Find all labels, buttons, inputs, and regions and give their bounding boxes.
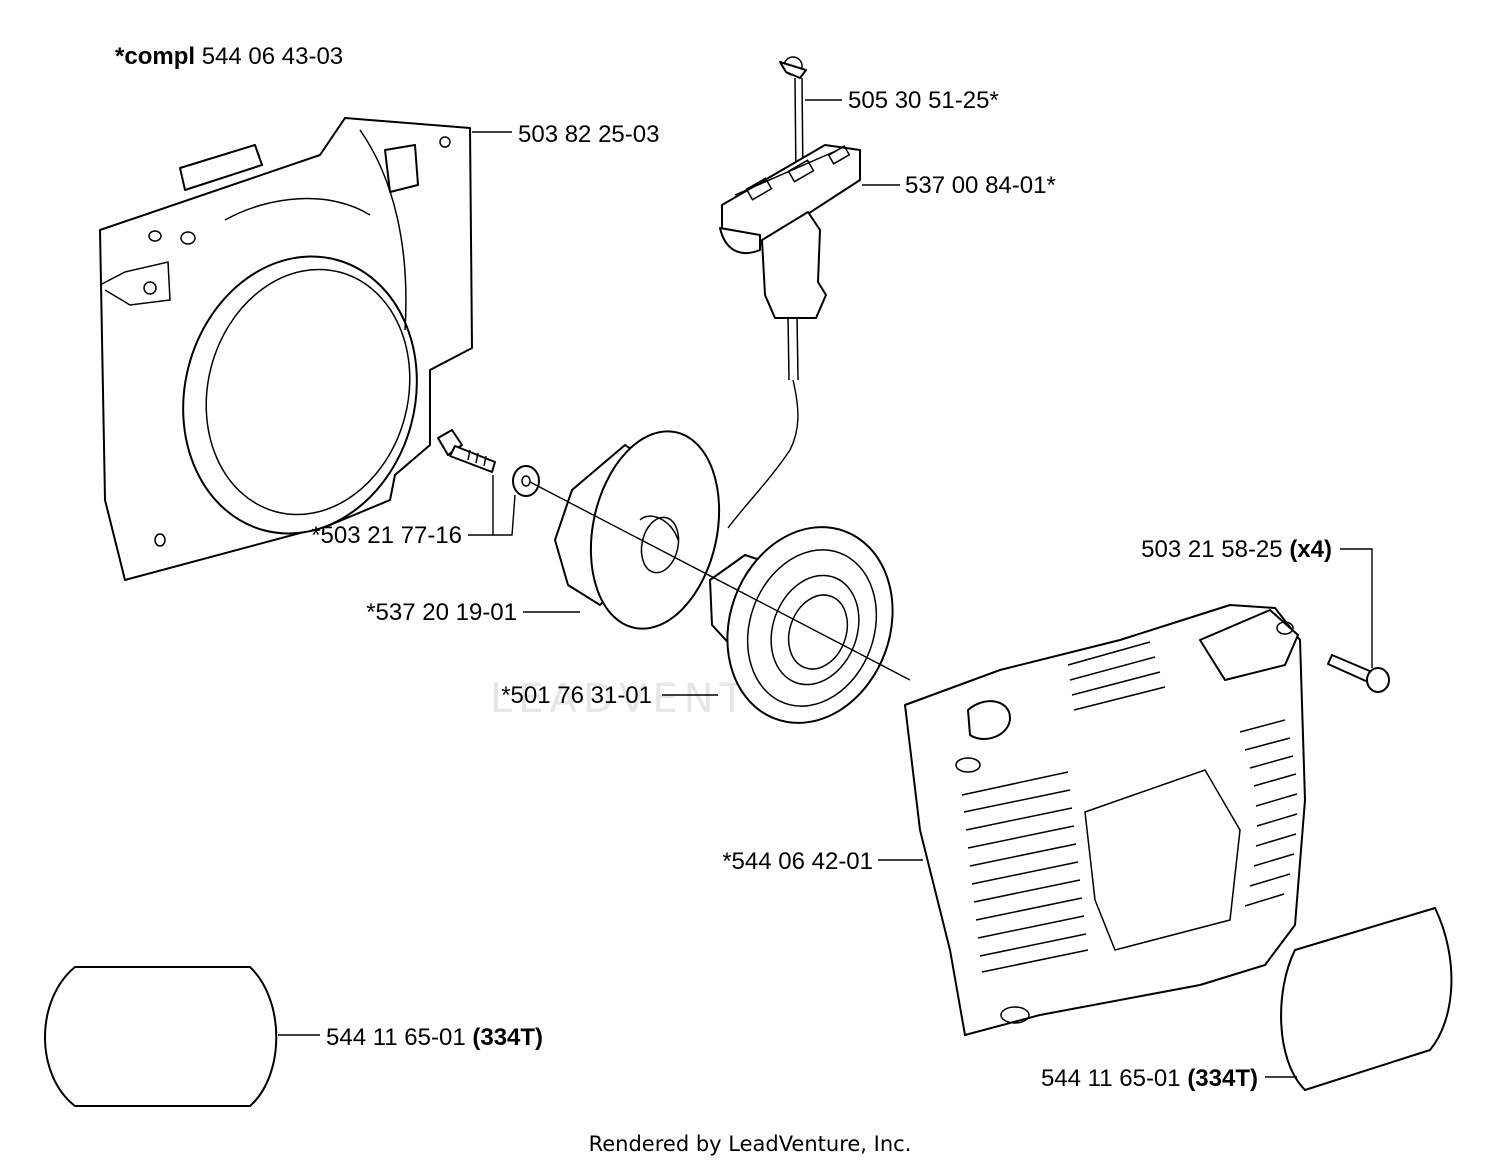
decal-right-part bbox=[1280, 907, 1453, 1091]
leader-lines bbox=[278, 99, 1373, 1078]
header-part-number: 544 06 43-03 bbox=[202, 43, 343, 70]
label-spring: *501 76 31-01 bbox=[501, 682, 652, 709]
label-rope: 505 30 51-25* bbox=[848, 87, 999, 114]
header-prefix: *compl bbox=[115, 43, 195, 70]
assembly-axis-line bbox=[529, 481, 911, 681]
pulley-part bbox=[554, 430, 721, 630]
assembly-header: *compl 544 06 43-03 bbox=[115, 43, 343, 70]
recoil-spring-part bbox=[709, 526, 894, 724]
decal-right-model: (334T) bbox=[1187, 1065, 1258, 1092]
starter-cover-part bbox=[904, 604, 1306, 1036]
label-screws: 503 21 58-25 (x4) bbox=[1141, 536, 1332, 563]
label-decal-right: 544 11 65-01 (334T) bbox=[1041, 1065, 1258, 1092]
label-pulley: *537 20 19-01 bbox=[366, 599, 517, 626]
decal-left-part bbox=[44, 966, 278, 1107]
screws-quantity: (x4) bbox=[1289, 536, 1332, 563]
fan-housing-part bbox=[99, 117, 473, 581]
decal-right-part-number: 544 11 65-01 bbox=[1041, 1065, 1181, 1092]
decal-left-model: (334T) bbox=[472, 1024, 543, 1051]
starter-handle-part bbox=[719, 144, 861, 319]
decal-left-part-number: 544 11 65-01 bbox=[326, 1024, 466, 1051]
screw-part bbox=[1327, 654, 1390, 693]
bolt-part bbox=[437, 429, 496, 473]
washer-part bbox=[512, 465, 540, 497]
cover-vent-slots bbox=[961, 641, 1298, 973]
label-handle: 537 00 84-01* bbox=[905, 172, 1056, 199]
footer-credit: Rendered by LeadVenture, Inc. bbox=[589, 1132, 912, 1156]
screws-part-number: 503 21 58-25 bbox=[1141, 536, 1282, 563]
label-fan-housing: 503 82 25-03 bbox=[518, 121, 659, 148]
label-starter-cover: *544 06 42-01 bbox=[722, 848, 873, 875]
label-decal-left: 544 11 65-01 (334T) bbox=[326, 1024, 543, 1051]
label-bolt: *503 21 77-16 bbox=[311, 522, 462, 549]
